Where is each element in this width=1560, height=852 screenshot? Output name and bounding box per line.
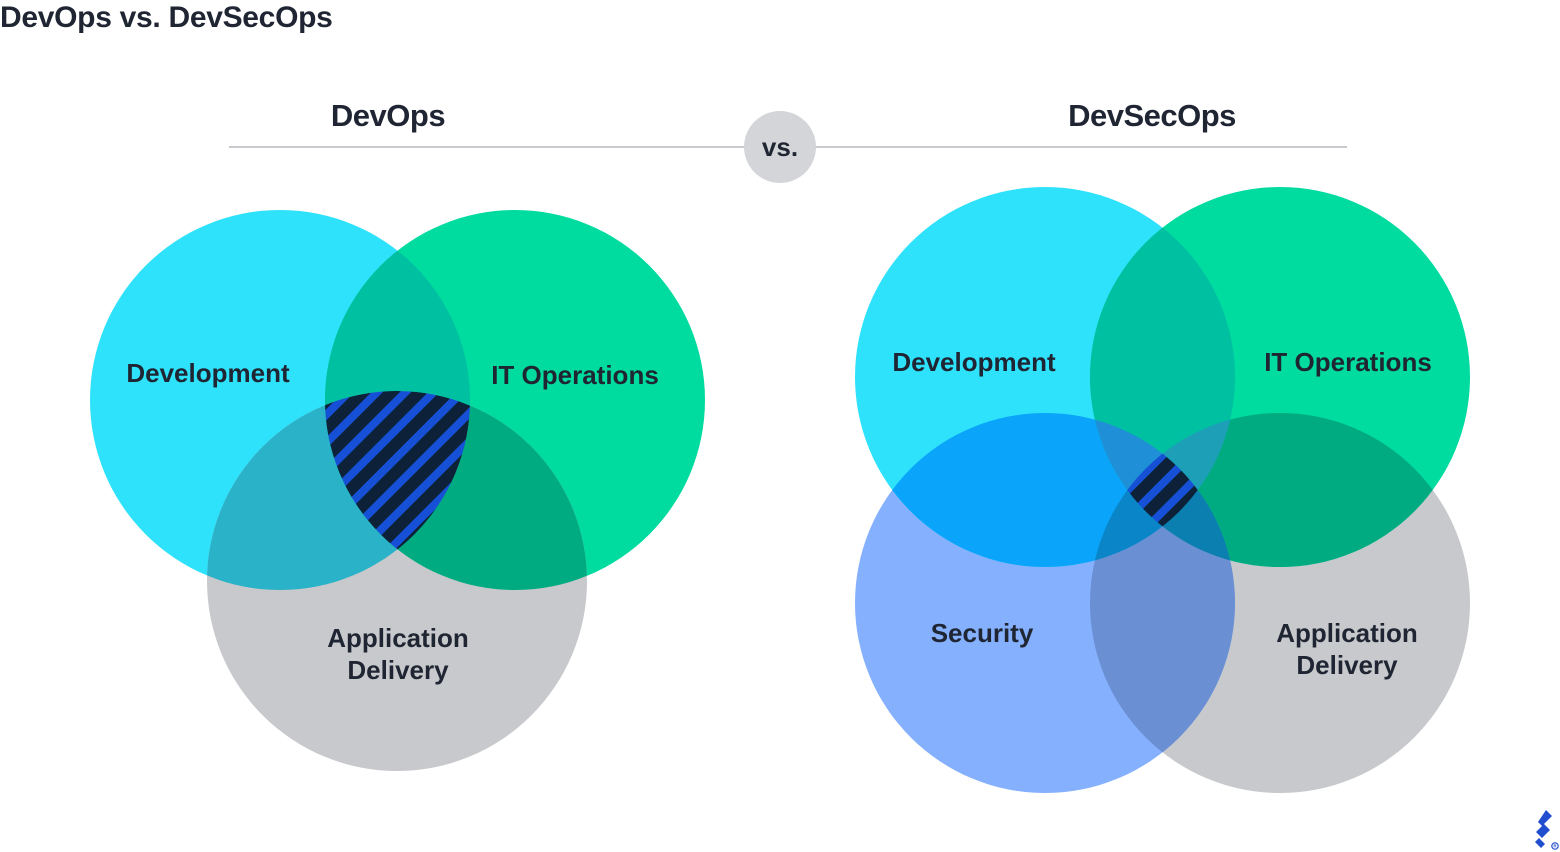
devops-venn: Development IT Operations Application De… — [90, 210, 705, 771]
devsecops-application-label-line1: Application — [1276, 618, 1418, 648]
devops-application-label-line2: Delivery — [347, 655, 449, 685]
devsecops-application-label-line2: Delivery — [1296, 650, 1398, 680]
devsecops-title: DevSecOps — [1068, 98, 1236, 133]
svg-text:R: R — [1553, 844, 1556, 849]
devsecops-development-label: Development — [892, 347, 1056, 377]
devops-title: DevOps — [331, 98, 445, 133]
vs-label: vs. — [762, 132, 798, 162]
devops-application-label-line1: Application — [327, 623, 469, 653]
devops-it-operations-label: IT Operations — [491, 360, 659, 390]
devsecops-ops-sec-app-overlap — [1090, 413, 1235, 567]
devsecops-security-label: Security — [931, 618, 1034, 648]
vs-badge: vs. — [744, 111, 816, 183]
devsecops-it-operations-label: IT Operations — [1264, 347, 1432, 377]
page-title: DevOps vs. DevSecOps — [0, 1, 333, 34]
toptal-logo-icon: R — [1535, 810, 1559, 850]
devsecops-venn: Development IT Operations Security Appli… — [855, 187, 1470, 793]
devops-development-label: Development — [126, 358, 290, 388]
